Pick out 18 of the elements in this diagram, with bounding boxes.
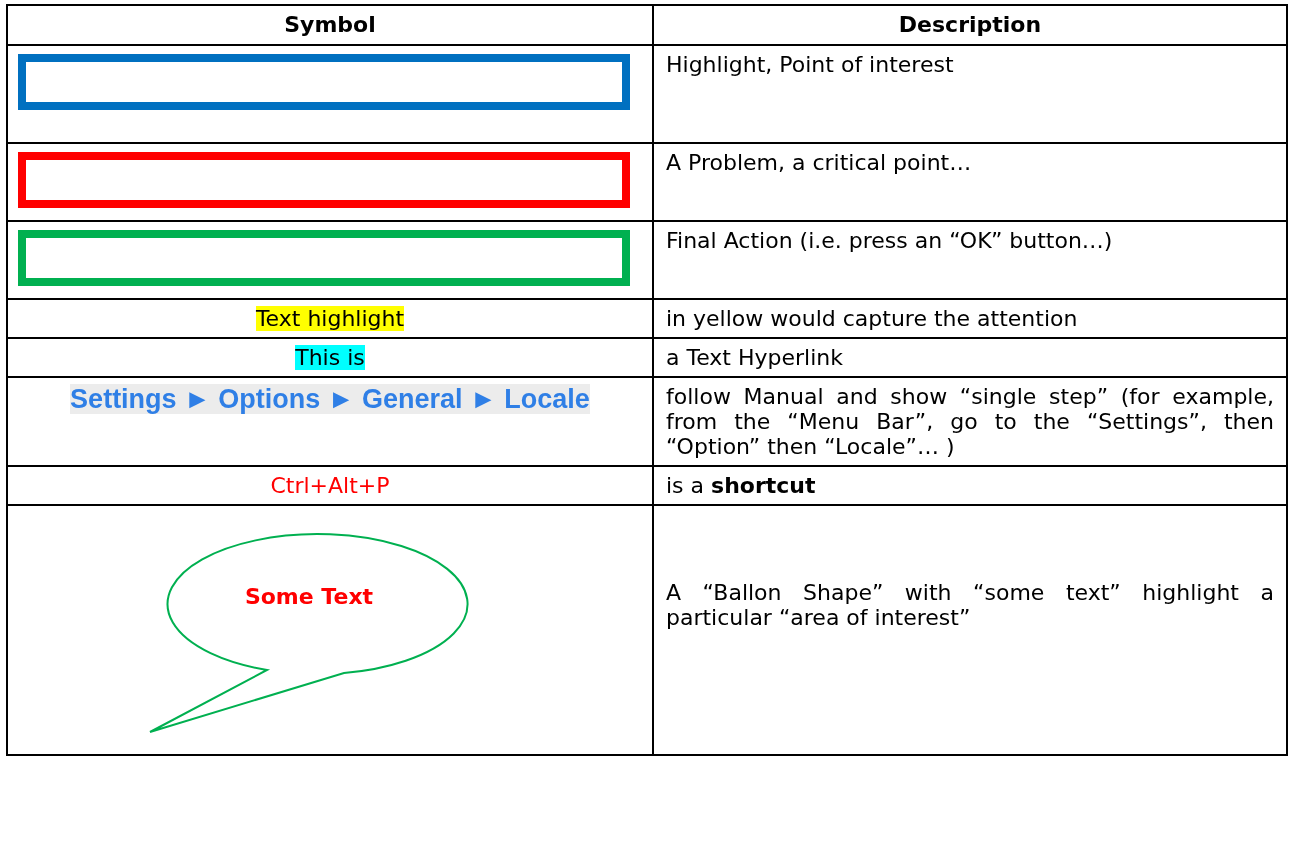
column-header: Description (897, 12, 1043, 37)
menu-path: Settings ► Options ► General ► Locale (70, 384, 590, 414)
description-text: a Text Hyperlink (666, 345, 843, 370)
description-text: Final Action (i.e. press an “OK” button…) (666, 228, 1113, 253)
description-text: is a shortcut (666, 473, 816, 498)
balloon-text: Some Text (243, 584, 375, 609)
column-header: Symbol (284, 12, 376, 37)
rectangle-symbol (18, 152, 630, 208)
description-text: follow Manual and show “single step” (for example, from the “Menu Bar”, go to the “Settings”, then “Option” then “Locale”… ) (666, 384, 1274, 459)
description-text: A Problem, a critical point… (666, 150, 972, 175)
rectangle-symbol (18, 230, 630, 286)
shortcut-text: Ctrl+Alt+P (270, 473, 390, 498)
highlighted-text: Text highlight (255, 306, 405, 331)
description-text: in yellow would capture the attention (666, 306, 1078, 331)
hyperlink-text: This is (295, 345, 365, 370)
description-text: Highlight, Point of interest (666, 52, 954, 77)
description-text: A “Ballon Shape” with “some text” highlight a particular “area of interest” (666, 580, 1274, 630)
rectangle-symbol (18, 54, 630, 110)
